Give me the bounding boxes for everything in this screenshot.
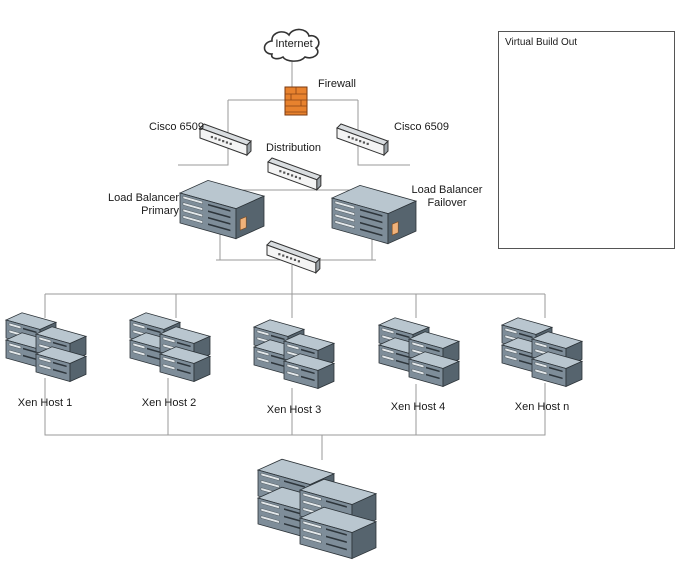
server-icon bbox=[530, 351, 584, 388]
cloud-icon bbox=[263, 28, 320, 62]
server-icon bbox=[158, 346, 212, 383]
load-balancer-primary bbox=[178, 179, 266, 240]
cisco-right-label: Cisco 6509 bbox=[394, 121, 450, 133]
lb-primary-label-line1: Load Balancer bbox=[108, 192, 179, 204]
internet-label: Internet bbox=[275, 38, 313, 50]
server-rack-icon bbox=[500, 317, 584, 388]
lb-failover-label-line1: Load Balancer bbox=[411, 184, 483, 196]
xen-host-label: Xen Host 1 bbox=[17, 397, 73, 409]
cisco-left-label: Cisco 6509 bbox=[149, 121, 205, 133]
server-rack-icon bbox=[377, 317, 461, 388]
firewall-icon bbox=[284, 86, 308, 116]
virtual-build-out-title: Virtual Build Out bbox=[505, 37, 578, 48]
switch-icon bbox=[266, 240, 321, 274]
server-rack-icon bbox=[128, 312, 212, 383]
switch-icon bbox=[336, 123, 389, 157]
xen-host-label: Xen Host n bbox=[514, 401, 570, 413]
lb-failover-label-line2: Failover bbox=[427, 197, 467, 209]
xen-host-label: Xen Host 2 bbox=[141, 397, 197, 409]
server-rack-icon bbox=[4, 312, 88, 383]
server-icon bbox=[282, 353, 336, 390]
xen-host-label: Xen Host 4 bbox=[390, 401, 446, 413]
distribution-label: Distribution bbox=[266, 142, 322, 154]
firewall-label: Firewall bbox=[318, 78, 356, 90]
lb-primary-label-line2: Primary bbox=[141, 205, 179, 217]
server-icon bbox=[407, 351, 461, 388]
load-balancer-failover bbox=[330, 184, 418, 245]
xen-host-label: Xen Host 3 bbox=[266, 404, 322, 416]
server-icon bbox=[34, 346, 88, 383]
switch-icon bbox=[199, 123, 252, 157]
virtual-build-out-panel bbox=[498, 31, 675, 249]
server-icon bbox=[330, 184, 418, 245]
server-rack-icon bbox=[252, 319, 336, 390]
server-rack-icon bbox=[256, 458, 378, 560]
server-icon bbox=[178, 179, 266, 240]
switch-icon bbox=[267, 157, 322, 191]
server-icon bbox=[298, 506, 378, 560]
